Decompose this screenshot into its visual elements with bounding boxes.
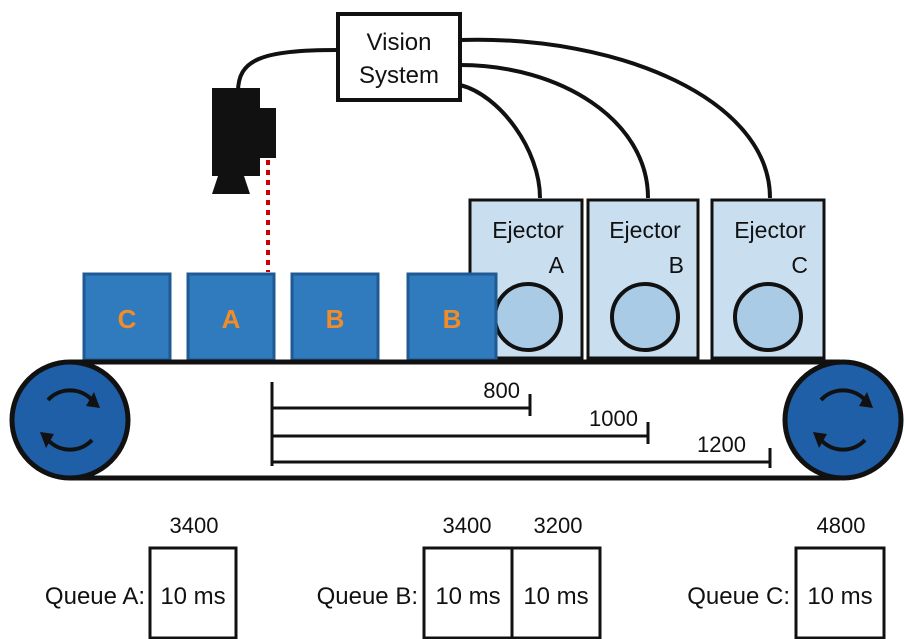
ejector-a-word: Ejector (492, 217, 564, 243)
queue-b-slot-2-value: 10 ms (523, 583, 588, 610)
camera-cable (236, 48, 339, 93)
distance-label-b: 1000 (589, 406, 638, 431)
box-4: B (406, 272, 498, 362)
distance-markers (270, 382, 772, 468)
ejector-b-letter: B (669, 252, 684, 278)
queue-c-slot-1-top: 4800 (817, 513, 866, 538)
queue-a-slot-1-top: 3400 (170, 513, 219, 538)
queue-c-label: Queue C: (687, 583, 790, 610)
ejector-b-piston (610, 282, 680, 352)
box-1: C (82, 272, 172, 362)
queue-c-slot-1 (794, 546, 886, 639)
conveyor-belt (70, 359, 840, 481)
distance-label-a: 800 (483, 378, 520, 403)
queue-b-slot-2-top: 3200 (534, 513, 583, 538)
ejector-b-word: Ejector (609, 217, 681, 243)
queue-b: Queue B: 3400 10 ms 3200 10 ms (317, 513, 602, 639)
rotate-arrow-icon (46, 388, 94, 402)
queue-a-slot-1 (148, 546, 238, 639)
queue-a: Queue A: 3400 10 ms (45, 513, 238, 639)
box-2: A (186, 272, 276, 362)
box-3: B (290, 272, 380, 362)
vision-system: Vision System (336, 12, 462, 102)
queue-b-slot-1 (422, 546, 514, 639)
box-2-label: A (222, 304, 241, 334)
ejector-a-letter: A (549, 252, 565, 278)
ejector-c-word: Ejector (734, 217, 806, 243)
rotate-arrow-icon (819, 388, 867, 402)
queue-c-slot-1-value: 10 ms (807, 583, 872, 610)
queue-a-slot-1-value: 10 ms (160, 583, 225, 610)
vision-system-line1: Vision (367, 29, 432, 56)
distance-label-c: 1200 (697, 432, 746, 457)
box-1-label: C (118, 304, 137, 334)
camera-icon (212, 88, 276, 194)
cable-ejector-a (459, 83, 542, 199)
queue-c: Queue C: 4800 10 ms (687, 513, 886, 639)
ejector-c-piston (733, 282, 803, 352)
queue-b-label: Queue B: (317, 583, 418, 610)
ejector-c: Ejector C (710, 198, 826, 360)
box-4-label: B (443, 304, 462, 334)
cables (236, 37, 772, 199)
box-3-label: B (326, 304, 345, 334)
cable-ejector-c (459, 37, 772, 199)
ejector-a-piston (493, 282, 563, 352)
vision-system-line2: System (359, 62, 439, 89)
ejector-c-letter: C (791, 252, 808, 278)
pulley-right (782, 359, 904, 481)
queue-b-slot-1-top: 3400 (443, 513, 492, 538)
cable-ejector-b (459, 63, 650, 199)
queue-b-slot-2 (510, 546, 602, 639)
ejector-b: Ejector B (586, 198, 700, 360)
queue-a-label: Queue A: (45, 583, 145, 610)
pulley-left (9, 359, 131, 481)
vision-system-box (336, 12, 462, 102)
queue-b-slot-1-value: 10 ms (435, 583, 500, 610)
